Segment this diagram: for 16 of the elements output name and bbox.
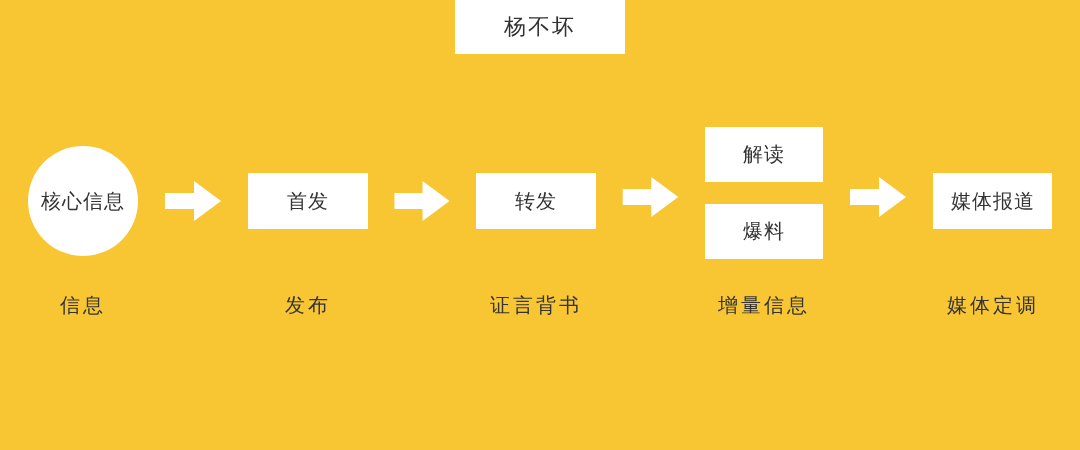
process-box: 爆料 [705, 204, 823, 259]
arrow [849, 177, 907, 217]
stage-label: 证言背书 [489, 292, 583, 319]
circle-node: 核心信息 [28, 146, 138, 256]
stage-label: 媒体定调 [945, 292, 1040, 319]
arrow [394, 181, 450, 221]
process-box: 转发 [476, 173, 596, 229]
process-box: 首发 [248, 173, 368, 229]
stage-label: 增量信息 [717, 292, 811, 319]
stage-label: 信息 [59, 292, 107, 319]
title: 杨不坏 [455, 0, 625, 54]
arrow [164, 181, 222, 221]
process-box: 媒体报道 [933, 173, 1052, 229]
stage-label: 发布 [284, 292, 332, 319]
arrow [622, 177, 679, 217]
process-box: 解读 [705, 127, 823, 182]
